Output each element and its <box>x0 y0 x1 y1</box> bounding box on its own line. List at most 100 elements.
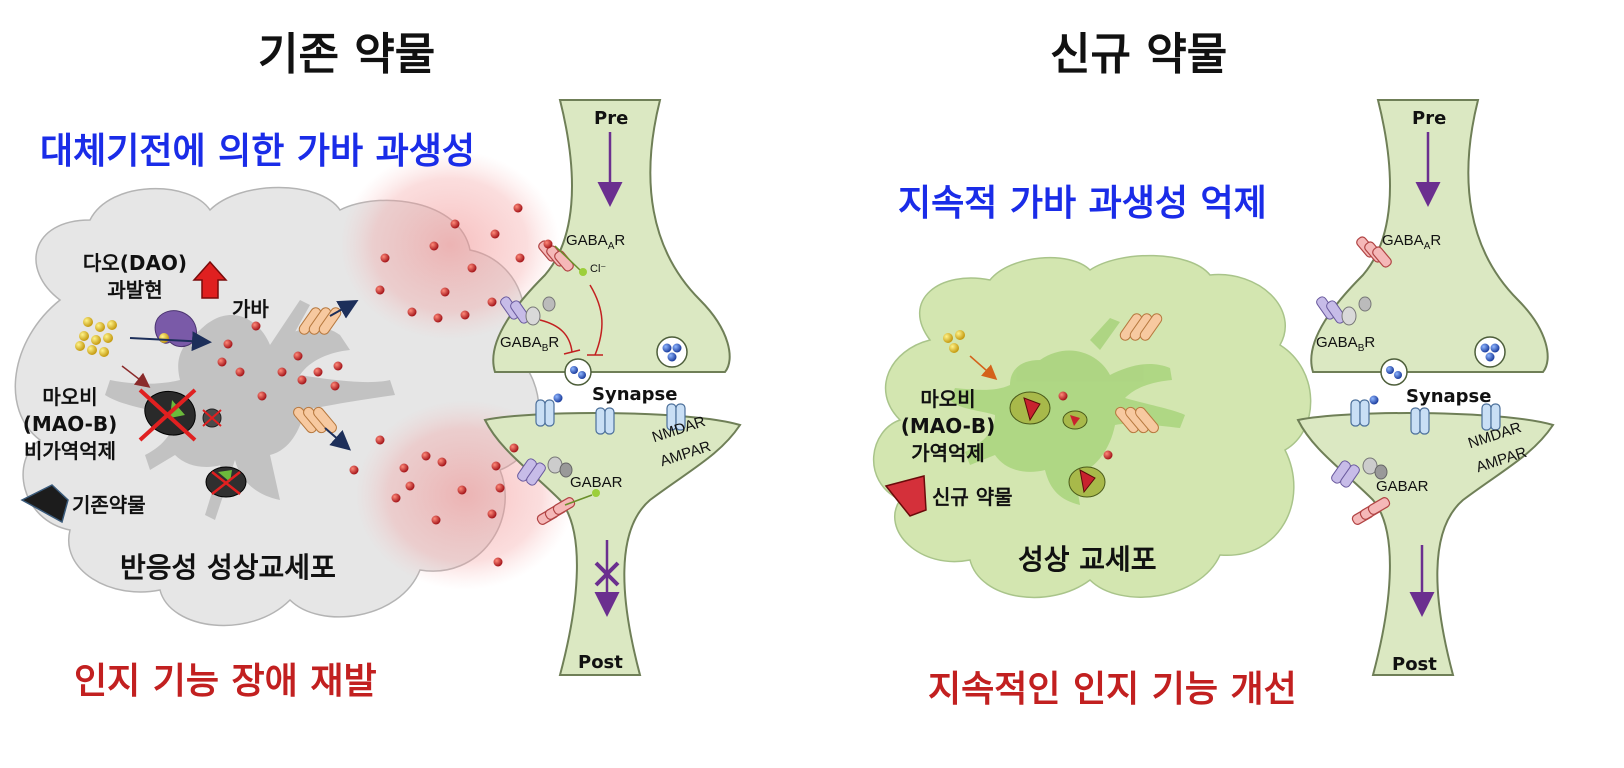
gabaa-post-receptor-icon <box>536 497 576 525</box>
left-outcome: 인지 기능 장애 재발 <box>74 661 377 702</box>
gaba-dot <box>235 367 245 377</box>
post-chloride-arrow <box>564 494 593 506</box>
gaba-dot <box>440 287 450 297</box>
gaba-dot <box>380 253 390 263</box>
gabaa-label: GABAAR <box>566 232 625 252</box>
gaba-dot <box>349 465 359 475</box>
maob-label-right: 마오비 (MAO-B) 가역억제 <box>886 386 1010 467</box>
gaba-dot <box>491 461 501 471</box>
gaba-dot <box>437 457 447 467</box>
healthy-astrocyte-label: 성상 교세포 <box>1018 543 1157 576</box>
gaba-dot <box>375 435 385 445</box>
old-drug-legend: 기존약물 <box>72 493 146 517</box>
gabaa-suffix: R <box>614 232 626 249</box>
maob-label-left: 마오비 (MAO-B) 비가역억제 <box>6 384 134 465</box>
gabar-receptor-right-icon <box>1331 457 1388 488</box>
maob-enzyme-small-blocked-icon <box>202 408 222 428</box>
gabab-label-right: GABABR <box>1316 334 1375 354</box>
gabab-sub: B <box>541 343 549 354</box>
gaba-dot <box>509 443 519 453</box>
gaba-dot <box>515 253 525 263</box>
gabaa-right-sub: A <box>1423 241 1431 252</box>
gaba-dot <box>251 321 261 331</box>
gabab-receptor-icon <box>500 296 556 326</box>
gaba-dot <box>257 391 267 401</box>
post-label: Post <box>578 652 623 673</box>
gaba-dot <box>433 313 443 323</box>
gabaa-label-right: GABAAR <box>1382 232 1441 252</box>
dao-label: 다오(DAO) 과발현 <box>72 250 198 304</box>
gaba-dot <box>543 239 553 249</box>
gaba-efflux-arrow-down <box>324 427 352 451</box>
gabaa-text: GABA <box>566 232 608 249</box>
gaba-dot <box>487 297 497 307</box>
dao-label-line1: 다오(DAO) <box>82 251 188 275</box>
nmdar-receptor-icon <box>535 399 686 435</box>
gaba-label: 가바 <box>232 297 269 321</box>
reactive-astrocyte-label: 반응성 성상교세포 <box>120 551 336 584</box>
gaba-glow-upper <box>340 150 560 340</box>
gaba-dot <box>375 285 385 295</box>
gabab-label: GABABR <box>500 334 559 354</box>
pre-label: Pre <box>594 108 629 129</box>
blocked-cross-icon <box>594 561 620 587</box>
gabab-right-text: GABA <box>1316 334 1358 351</box>
new-drug-legend: 신규 약물 <box>932 485 1013 509</box>
right-panel-title: 신규 약물 <box>1050 29 1228 80</box>
gaba-dot <box>467 263 477 273</box>
gaba-dot <box>297 375 307 385</box>
chloride-arrow <box>554 245 581 271</box>
right-subtitle: 지속적 가바 과생성 억제 <box>898 183 1267 224</box>
healthy-astrocyte-body <box>950 318 1185 505</box>
glutamate-dot-right <box>1369 395 1379 405</box>
left-panel-title: 기존 약물 <box>258 29 436 80</box>
vesicle-right-icon <box>1474 336 1506 368</box>
maob-path-arrow <box>121 365 151 388</box>
gaba-dot <box>333 361 343 371</box>
gaba-dot-right-1 <box>1058 391 1068 401</box>
maob-new-drug-bound-small-icon <box>1062 410 1088 430</box>
chloride-ion <box>579 268 587 276</box>
gaba-dot <box>457 485 467 495</box>
maob-right-line1: 마오비 <box>920 387 976 411</box>
gaba-dot <box>421 451 431 461</box>
gabar-label-right: GABAR <box>1376 478 1429 495</box>
gaba-dot <box>217 357 227 367</box>
gaba-dot <box>495 483 505 493</box>
gabab-right-suffix: R <box>1364 334 1376 351</box>
maob-right-line2: (MAO-B) <box>900 414 996 438</box>
gabaa-post-receptor-right-icon <box>1351 497 1391 525</box>
gaba-dot <box>391 493 401 503</box>
gabaa-sub: A <box>607 241 615 252</box>
gaba-efflux-arrow-up <box>329 300 359 319</box>
maob-new-drug-bound-lower-icon <box>1068 466 1106 498</box>
vesicle-release-right-icon <box>1380 358 1408 386</box>
gaba-dots-left <box>217 203 553 567</box>
gaba-dot <box>493 557 503 567</box>
glutamate-dot <box>553 393 563 403</box>
putrescine-dots-right <box>943 330 965 353</box>
gaba-transporter-icon <box>293 307 342 434</box>
maob-enzyme-blocked-icon <box>138 388 197 442</box>
gaba-dot <box>487 509 497 519</box>
gaba-dot <box>429 241 439 251</box>
nmdar-receptor-right-icon <box>1350 399 1501 435</box>
gaba-dot <box>513 203 523 213</box>
gabaa-right-text: GABA <box>1382 232 1424 249</box>
gabab-right-sub: B <box>1357 343 1365 354</box>
dao-label-line2: 과발현 <box>107 278 163 302</box>
old-drug-icon <box>20 484 69 524</box>
post-chloride-ion <box>592 489 600 497</box>
up-arrow-icon <box>192 260 228 299</box>
gaba-dot <box>460 310 470 320</box>
synapse-label: Synapse <box>592 384 678 405</box>
gabaa-receptor-right-icon <box>1356 236 1392 268</box>
right-outcome: 지속적인 인지 기능 개선 <box>928 669 1297 710</box>
vesicle-release-icon <box>564 358 592 386</box>
maob-left-line3: 비가역억제 <box>24 439 116 463</box>
gaba-dot <box>277 367 287 377</box>
chloride-label: Cl⁻ <box>590 263 607 275</box>
gaba-dot <box>330 381 340 391</box>
gabaa-right-suffix: R <box>1430 232 1442 249</box>
gabar-label: GABAR <box>570 474 623 491</box>
